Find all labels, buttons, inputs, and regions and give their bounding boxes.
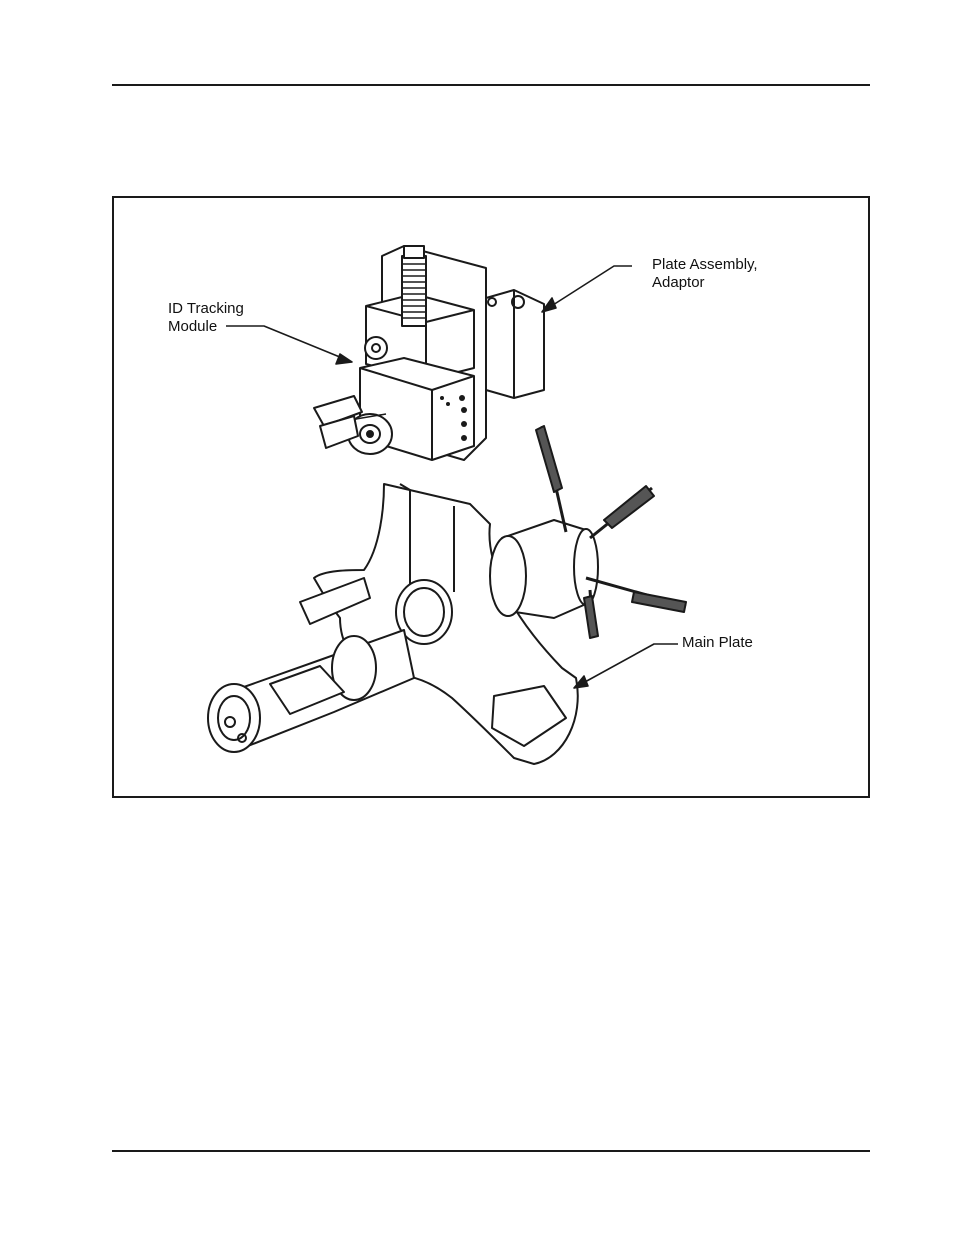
plate-assembly-callout: Plate Assembly, Adaptor (652, 256, 758, 292)
main-plate-drawing (208, 426, 686, 764)
plate-assembly-label-line2: Adaptor (652, 274, 758, 292)
id-tracking-label-line1: ID Tracking (168, 300, 244, 318)
main-plate-label: Main Plate (682, 634, 753, 652)
plate-assembly-label-line1: Plate Assembly, (652, 256, 758, 274)
footer-rule (112, 1150, 870, 1152)
header-rule (112, 84, 870, 86)
id-tracking-module-drawing (314, 246, 544, 460)
figure-frame: Plate Assembly, Adaptor ID Tracking Modu… (112, 196, 870, 798)
main-plate-callout: Main Plate (682, 634, 753, 652)
id-tracking-callout: ID Tracking Module (168, 300, 244, 336)
id-tracking-label-line2: Module (168, 318, 244, 336)
